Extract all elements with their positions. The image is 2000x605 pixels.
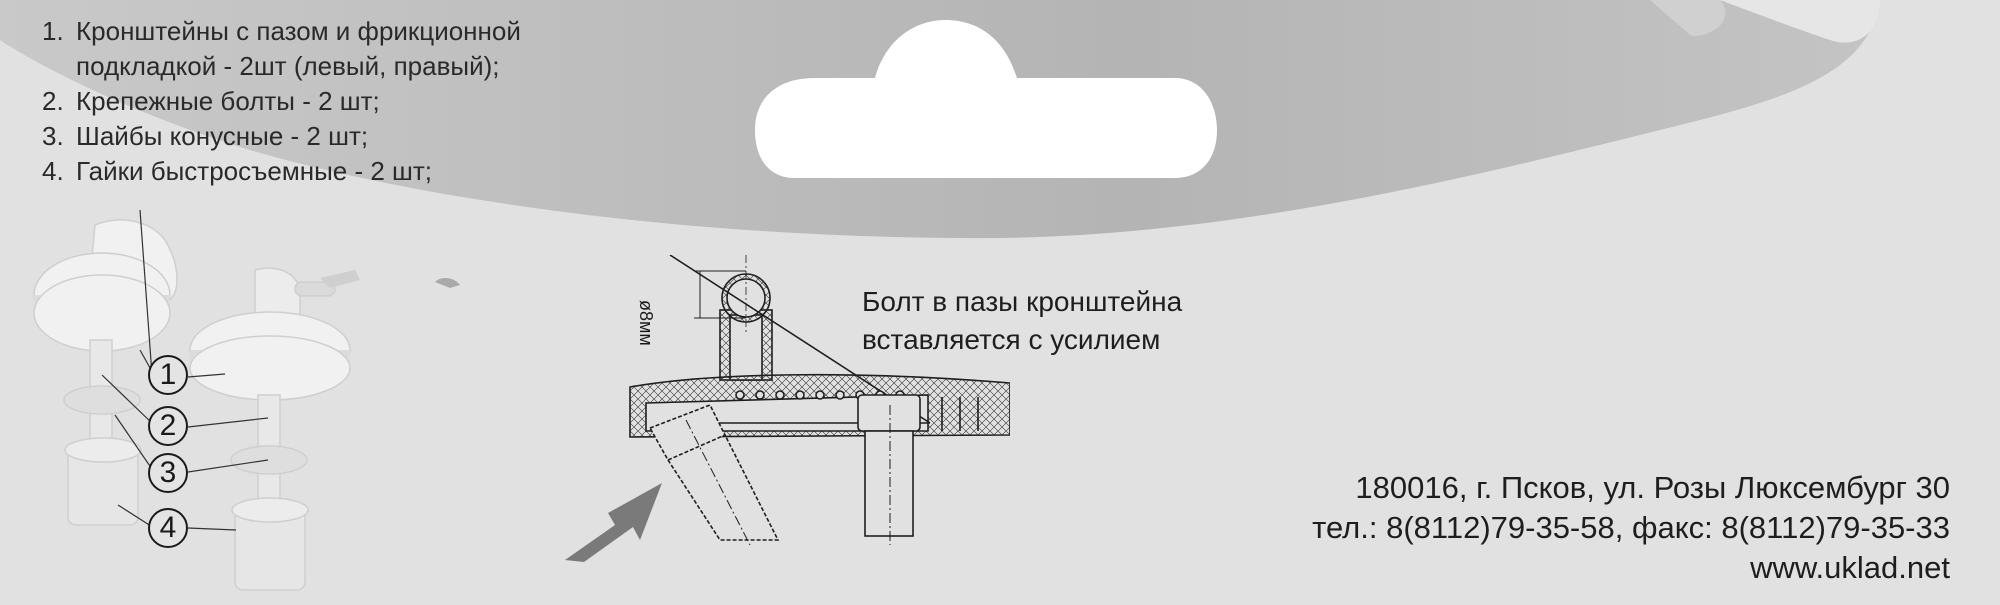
callout-3: 3 [148,453,188,493]
parts-list-item: 3. Шайбы конусные - 2 шт; [42,121,369,151]
hinge-cross-section-drawing [565,255,1010,562]
manufacturer-contacts: 180016, г. Псков, ул. Розы Люксембург 30… [1312,468,1950,588]
phone-fax: тел.: 8(8112)79-35-58, факс: 8(8112)79-3… [1312,510,1950,545]
parts-list: 1. Кронштейны с пазом и фрикционной подк… [42,14,521,189]
parts-list-item-continuation: подкладкой - 2шт (левый, правый); [76,51,500,81]
callout-2: 2 [148,406,188,446]
parts-list-item: 2. Крепежные болты - 2 шт; [42,86,380,116]
callout-1: 1 [148,355,188,395]
parts-list-item: 4. Гайки быстросъемные - 2 шт; [42,156,433,186]
diameter-dimension-label: ø8мм [636,300,656,346]
address: 180016, г. Псков, ул. Розы Люксембург 30 [1355,470,1950,505]
exploded-hinge-illustration: 1 2 3 4 [30,209,470,600]
website: www.uklad.net [1750,550,1950,585]
insertion-arrow-icon [565,483,662,562]
callout-4: 4 [148,508,188,548]
hanging-slot [755,20,1217,178]
parts-list-item: 1. Кронштейны с пазом и фрикционной [42,16,521,46]
bolt-insertion-note: Болт в пазы кронштейна вставляется с уси… [862,286,1183,355]
hinge-parts-drawing [33,209,460,591]
